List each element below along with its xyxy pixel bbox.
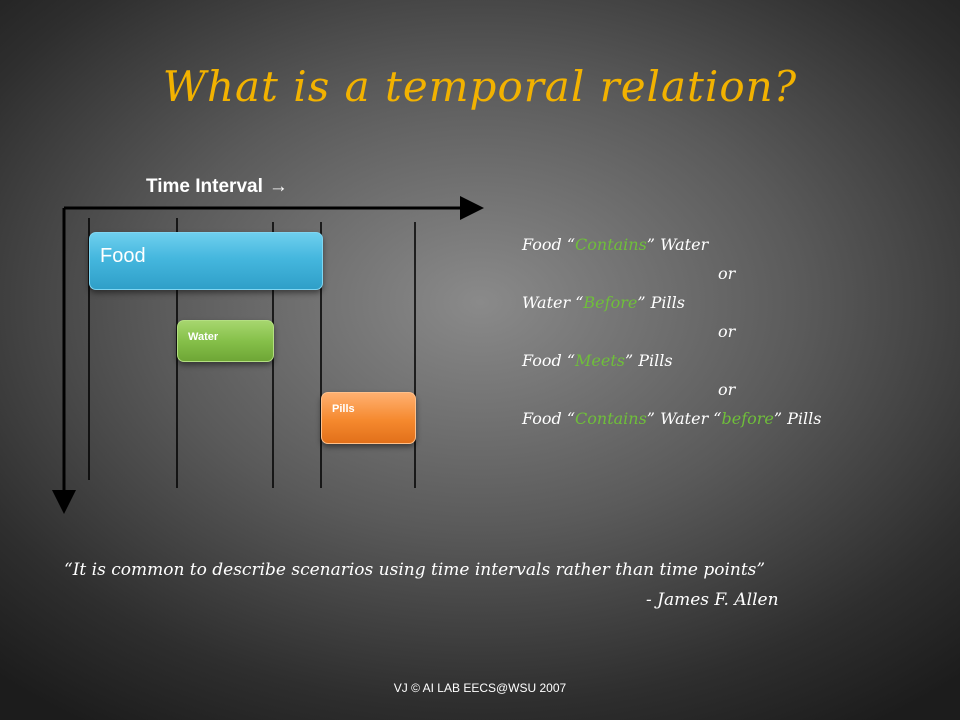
relation-or: or	[718, 264, 736, 283]
relation-keyword: Meets	[575, 351, 625, 370]
relation-part: Food	[522, 351, 567, 370]
slide-title: What is a temporal relation?	[162, 62, 798, 111]
relation-contains: Food “Contains” Water	[522, 235, 709, 254]
relation-part: Pills	[782, 409, 822, 428]
water-interval-bar: Water	[177, 320, 274, 362]
relation-keyword: Contains	[575, 235, 647, 254]
quote-author: - James F. Allen	[646, 590, 779, 610]
slide-footer: VJ © AI LAB EECS@WSU 2007	[393, 681, 567, 695]
pills-interval-bar: Pills	[321, 392, 416, 444]
relations-list: Food “Contains” Water or Water “Before” …	[522, 230, 942, 433]
relation-part: Water	[654, 409, 714, 428]
relation-part: Pills	[633, 351, 673, 370]
relation-part: Water	[522, 293, 576, 312]
relation-before: Water “Before” Pills	[522, 293, 685, 312]
relation-keyword: Before	[583, 293, 638, 312]
food-interval-bar: Food	[89, 232, 323, 290]
relation-or: or	[718, 380, 736, 399]
food-interval-label: Food	[100, 245, 146, 267]
water-interval-label: Water	[188, 331, 219, 343]
relation-keyword: before	[721, 409, 774, 428]
relation-part: Food	[522, 409, 567, 428]
allen-quote: “It is common to describe scenarios usin…	[64, 560, 766, 580]
relation-or: or	[718, 322, 736, 341]
relation-meets: Food “Meets” Pills	[522, 351, 673, 370]
right-arrow-icon: →	[268, 176, 288, 197]
pills-interval-label: Pills	[332, 403, 355, 415]
relation-part: Food	[522, 235, 567, 254]
relation-contains-before: Food “Contains” Water “before” Pills	[522, 409, 822, 428]
relation-part: Pills	[645, 293, 685, 312]
relation-part: Water	[654, 235, 709, 254]
time-interval-text: Time Interval	[146, 176, 263, 197]
relation-keyword: Contains	[575, 409, 647, 428]
time-interval-label: Time Interval→	[146, 176, 288, 198]
